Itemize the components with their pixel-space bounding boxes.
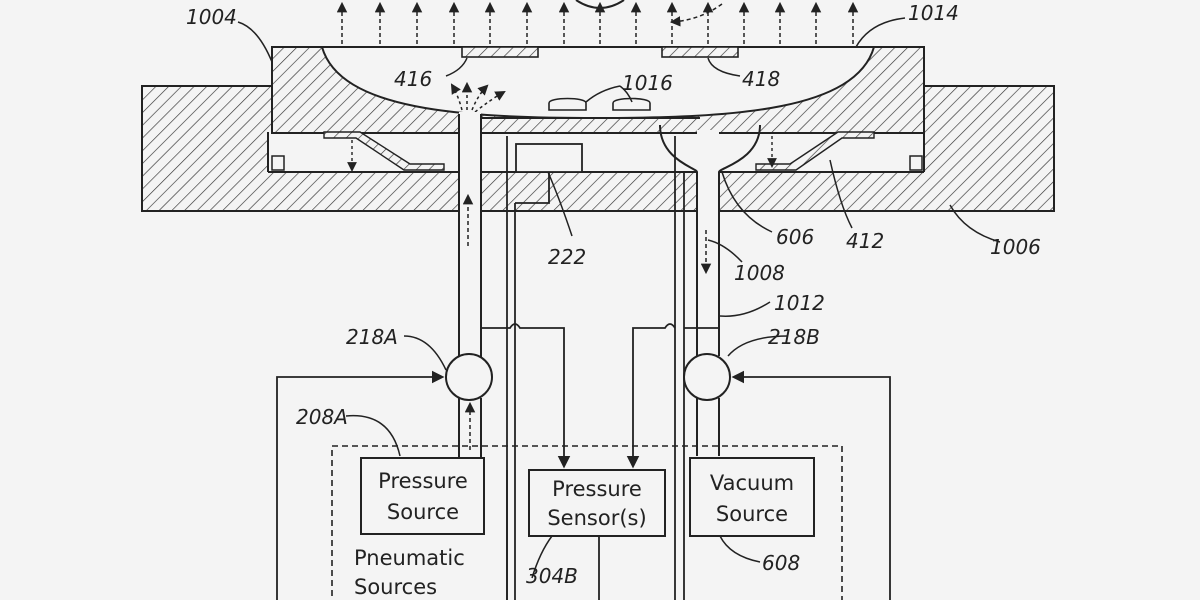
valve-218b: [683, 353, 731, 401]
vacuum-source-line2: Source: [716, 502, 788, 526]
pneumatic-sources-group: [331, 445, 843, 600]
spray-arrows: [450, 81, 506, 113]
sensor-lines: [481, 136, 719, 600]
label-304b: 304B: [526, 564, 578, 588]
pressure-sensor-line1: Pressure: [552, 477, 642, 501]
label-1016: 1016: [622, 71, 673, 95]
flexures-412: [323, 131, 875, 172]
pressure-sensor-line2: Sensor(s): [547, 506, 646, 530]
sensor-222: [515, 143, 583, 173]
pressure-tube: [458, 112, 482, 458]
label-606: 606: [776, 225, 814, 249]
pressure-source-box: [360, 457, 485, 535]
label-1012: 1012: [774, 291, 825, 315]
label-218a: 218A: [346, 325, 398, 349]
label-608: 608: [762, 551, 800, 575]
valve-218a: [445, 353, 493, 401]
label-1008: 1008: [734, 261, 785, 285]
electrode-418: [661, 46, 739, 58]
leader-lines: [237, 17, 1001, 579]
label-208a: 208A: [296, 405, 348, 429]
group-label-line1: Pneumatic: [354, 546, 465, 570]
label-222: 222: [548, 245, 586, 269]
label-1014: 1014: [908, 1, 959, 25]
control-lines: [276, 370, 891, 600]
label-1006: 1006: [990, 235, 1041, 259]
label-412: 412: [846, 229, 884, 253]
puck-body: [271, 46, 925, 134]
vacuum-tube: [659, 124, 761, 456]
upward-flow-arrows: [336, 1, 859, 44]
pressure-sensor-box: [528, 469, 666, 537]
vacuum-source-line1: Vacuum: [710, 471, 794, 495]
label-416: 416: [394, 67, 432, 91]
pressure-source-line2: Source: [387, 500, 459, 524]
label-1004: 1004: [186, 5, 237, 29]
bumps-1016: [548, 97, 651, 111]
object-arc: [575, 0, 625, 9]
label-218b: 218B: [768, 325, 820, 349]
label-418: 418: [742, 67, 780, 91]
vacuum-source-box: [689, 457, 815, 537]
pressure-source-line1: Pressure: [378, 469, 468, 493]
group-label-line2: Sources: [354, 575, 437, 599]
electrode-416: [461, 46, 539, 58]
